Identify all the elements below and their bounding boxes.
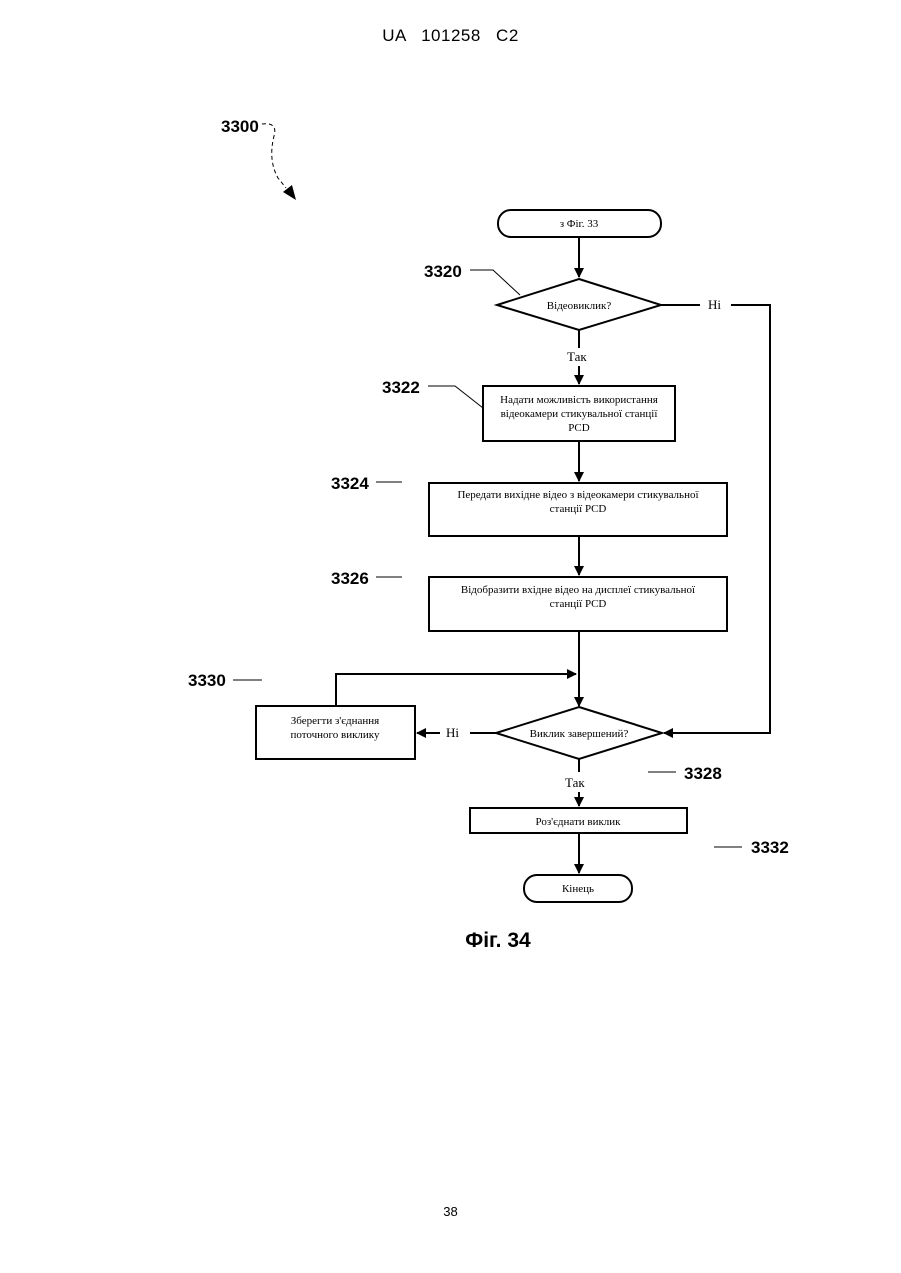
edge-save-loop-back [336,674,576,706]
ref-3330: 3330 [188,671,226,690]
ref-3322: 3322 [382,378,420,397]
ref-3320: 3320 [424,262,462,281]
transmit-video-box: Передати вихідне відео з відеокамери сти… [429,483,727,536]
ref-3320-leader [470,270,520,295]
figure-caption: Фіг. 34 [465,929,531,952]
start-terminal: з Фіг. 33 [498,210,661,237]
ref-3328: 3328 [684,764,722,783]
page-number: 38 [0,1204,901,1219]
transmit-video-line2: станції PCD [550,503,607,515]
ref-3300-arrow [262,124,296,200]
enable-camera-line1: Надати можливість використання [500,394,658,406]
save-connection-line1: Зберегти з'єднання [291,715,379,727]
save-connection-line2: поточного виклику [290,729,380,741]
ref-3332: 3332 [751,838,789,857]
video-call-decision-label: Відеовиклик? [547,300,612,312]
ended-yes-label: Так [565,775,585,790]
start-terminal-label: з Фіг. 33 [560,218,599,230]
enable-camera-line2: відеокамери стикувальної станції [501,408,659,420]
ref-3326: 3326 [331,569,369,588]
call-ended-decision-label: Виклик завершений? [530,728,629,740]
video-yes-label: Так [567,349,587,364]
display-video-line2: станції PCD [550,598,607,610]
enable-camera-line3: PCD [568,422,589,434]
call-ended-decision: Виклик завершений? [496,707,662,759]
ended-no-label: Ні [446,725,459,740]
ref-3324: 3324 [331,474,369,493]
enable-camera-box: Надати можливість використання відеокаме… [483,386,675,441]
display-video-box: Відобразити вхідне відео на дисплеї стик… [429,577,727,631]
disconnect-call-label: Роз'єднати виклик [535,816,621,828]
ref-3300: 3300 [221,117,259,136]
video-no-label: Ні [708,297,721,312]
end-terminal-label: Кінець [562,883,594,895]
video-call-decision: Відеовиклик? [497,279,661,330]
save-connection-box: Зберегти з'єднання поточного виклику [256,706,415,759]
end-terminal: Кінець [524,875,632,902]
ref-3322-leader [428,386,483,408]
disconnect-call-box: Роз'єднати виклик [470,808,687,833]
display-video-line1: Відобразити вхідне відео на дисплеї стик… [461,584,696,596]
transmit-video-line1: Передати вихідне відео з відеокамери сти… [457,489,699,501]
